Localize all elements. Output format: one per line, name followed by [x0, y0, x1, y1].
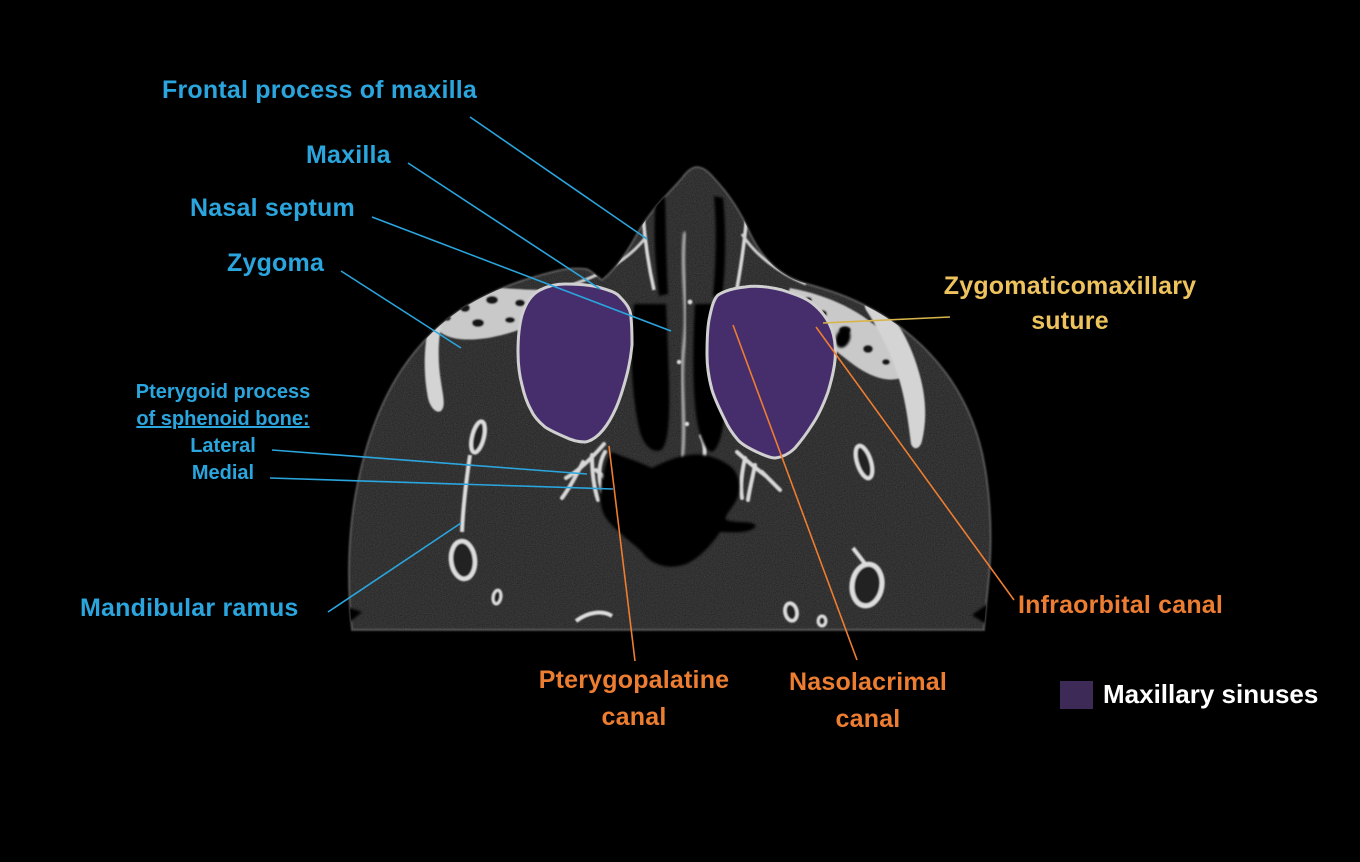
nasopharynx-airway: [600, 452, 756, 567]
pterygoid-lateral: Lateral: [190, 435, 256, 457]
leader-zygoma: [340, 270, 462, 349]
leader-lines: [269, 116, 1015, 662]
leader-pterygoid-lateral: [271, 449, 588, 475]
leader-frontal-process: [469, 116, 648, 240]
pterygoid-line1: Pterygoid process: [135, 381, 311, 403]
label-nasolacrimal-canal: Nasolacrimal canal: [788, 668, 948, 733]
label-frontal-process-of-maxilla: Frontal process of maxilla: [162, 76, 478, 104]
leader-maxilla: [407, 162, 601, 290]
leader-pterygoid-medial: [269, 477, 614, 490]
leader-infraorbital-canal: [815, 326, 1015, 601]
label-pterygoid-process-block: Pterygoid process of sphenoid bone: Late…: [117, 379, 329, 487]
leader-zygomaticomaxillary-suture: [822, 316, 951, 324]
label-nasal-septum: Nasal septum: [190, 194, 355, 222]
ct-noise-texture: [348, 167, 991, 630]
label-pterygopalatine-canal: Pterygopalatine canal: [538, 666, 730, 731]
pterygoid-line2: of sphenoid bone:: [136, 408, 310, 430]
label-zygomaticomaxillary-suture: Zygomaticomaxillary suture: [943, 272, 1197, 335]
left-mandibular-ramus-bone: [448, 538, 478, 582]
label-infraorbital-canal: Infraorbital canal: [1018, 591, 1224, 619]
leader-mandibular-ramus: [327, 522, 462, 613]
leader-nasal-septum: [371, 216, 672, 332]
left-maxillary-sinus-overlay: [516, 282, 634, 444]
right-zygomatic-arch: [864, 298, 926, 449]
right-mandibular-ramus-bone: [849, 561, 885, 609]
legend-color-swatch: [1060, 680, 1093, 709]
right-maxillary-sinus-overlay: [705, 284, 837, 460]
legend-label: Maxillary sinuses: [1103, 679, 1319, 709]
label-maxilla: Maxilla: [306, 141, 391, 169]
label-mandibular-ramus: Mandibular ramus: [80, 594, 299, 622]
leader-nasolacrimal-canal: [732, 324, 858, 661]
legend-maxillary-sinuses: Maxillary sinuses: [1060, 679, 1318, 710]
pterygoid-medial: Medial: [191, 462, 255, 484]
leader-pterygopalatine-canal: [608, 445, 636, 662]
label-zygoma: Zygoma: [227, 249, 325, 277]
